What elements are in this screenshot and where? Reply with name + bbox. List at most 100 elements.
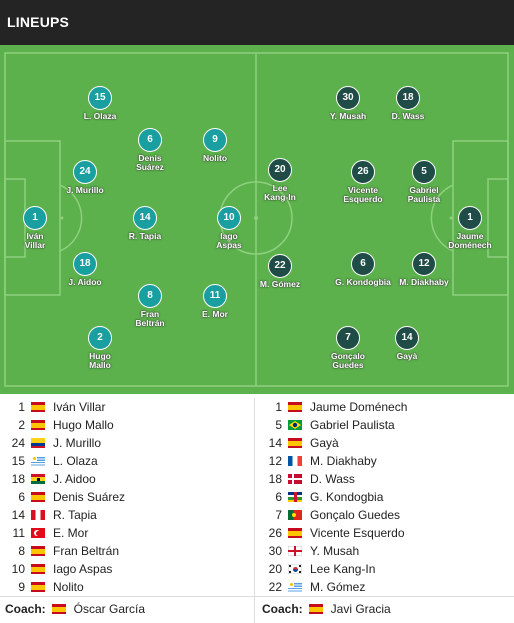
lineups-header: LINEUPS xyxy=(0,0,514,45)
player-name-link[interactable]: Gayà xyxy=(310,436,339,450)
player-name-link[interactable]: E. Mor xyxy=(53,526,89,540)
shirt-number-badge: 6 xyxy=(351,252,375,276)
player-name-link[interactable]: Vicente Esquerdo xyxy=(310,526,405,540)
spain-flag-icon xyxy=(288,402,302,412)
player-name-link[interactable]: D. Wass xyxy=(310,472,355,486)
player-name: M. Gómez xyxy=(259,279,301,289)
spain-flag-icon xyxy=(31,492,45,502)
player-name-link[interactable]: Denis Suárez xyxy=(53,490,126,504)
spain-flag-icon xyxy=(288,438,302,448)
player-name-link[interactable]: Gabriel Paulista xyxy=(310,418,395,432)
shirt-number: 22 xyxy=(268,580,282,594)
shirt-number: 5 xyxy=(275,418,282,432)
lineup-row: 5 Gabriel Paulista xyxy=(262,416,512,434)
shirt-number-badge: 22 xyxy=(268,254,292,278)
shirt-number-badge: 10 xyxy=(217,206,241,230)
player-name-link[interactable]: J. Aidoo xyxy=(53,472,96,486)
spain-flag-icon xyxy=(308,604,323,614)
player-name: Nolito xyxy=(202,153,228,163)
player-name: Denis Suárez xyxy=(136,153,164,172)
player-name: Iago Aspas xyxy=(216,231,242,250)
player-name-link[interactable]: M. Diakhaby xyxy=(310,454,377,468)
player-name: Jaume Doménech xyxy=(448,231,492,250)
player-name-link[interactable]: Iago Aspas xyxy=(53,562,113,576)
spain-flag-icon xyxy=(288,528,302,538)
shirt-number-badge: 30 xyxy=(336,86,360,110)
player-name-link[interactable]: Jaume Doménech xyxy=(310,400,408,414)
player-name-link[interactable]: Hugo Mallo xyxy=(53,418,114,432)
ghana-flag-icon xyxy=(31,474,45,484)
player-name: R. Tapia xyxy=(128,231,162,241)
player-name-link[interactable]: Fran Beltrán xyxy=(53,544,120,558)
player-name-link[interactable]: Nolito xyxy=(53,580,84,594)
shirt-number: 9 xyxy=(18,580,25,594)
player-name-link[interactable]: M. Gómez xyxy=(310,580,366,594)
player-name: J. Aidoo xyxy=(68,277,102,287)
player-name-link[interactable]: Lee Kang-In xyxy=(310,562,376,576)
shirt-number-badge: 24 xyxy=(73,160,97,184)
spain-flag-icon xyxy=(31,402,45,412)
shirt-number: 12 xyxy=(268,454,282,468)
player-name: D. Wass xyxy=(391,111,425,121)
player-name-link[interactable]: L. Olaza xyxy=(53,454,98,468)
peru-flag-icon xyxy=(31,510,45,520)
shirt-number: 14 xyxy=(268,436,282,450)
player-name-link[interactable]: Iván Villar xyxy=(53,400,106,414)
away-coach-name[interactable]: Javi Gracia xyxy=(330,602,391,616)
player-name-link[interactable]: R. Tapia xyxy=(53,508,97,522)
shirt-number: 6 xyxy=(275,490,282,504)
lineup-row: 7 Gonçalo Guedes xyxy=(262,506,512,524)
player-name-link[interactable]: Y. Musah xyxy=(310,544,360,558)
player-name: Hugo Mallo xyxy=(89,351,111,370)
player-name-link[interactable]: J. Murillo xyxy=(53,436,102,450)
shirt-number-badge: 7 xyxy=(336,326,360,350)
uruguay-flag-icon xyxy=(31,456,45,466)
player-name: M. Diakhaby xyxy=(399,277,449,287)
central-african-republic-flag-icon xyxy=(288,492,302,502)
shirt-number: 7 xyxy=(275,508,282,522)
spain-flag-icon xyxy=(31,564,45,574)
player-name-link[interactable]: G. Kondogbia xyxy=(310,490,384,504)
shirt-number-badge: 14 xyxy=(395,326,419,350)
home-coach-name[interactable]: Óscar García xyxy=(73,602,146,616)
player-name: Gabriel Paulista xyxy=(407,185,441,204)
shirt-number-badge: 14 xyxy=(133,206,157,230)
player-name-link[interactable]: Gonçalo Guedes xyxy=(310,508,401,522)
shirt-number-badge: 20 xyxy=(268,158,292,182)
shirt-number-badge: 18 xyxy=(396,86,420,110)
